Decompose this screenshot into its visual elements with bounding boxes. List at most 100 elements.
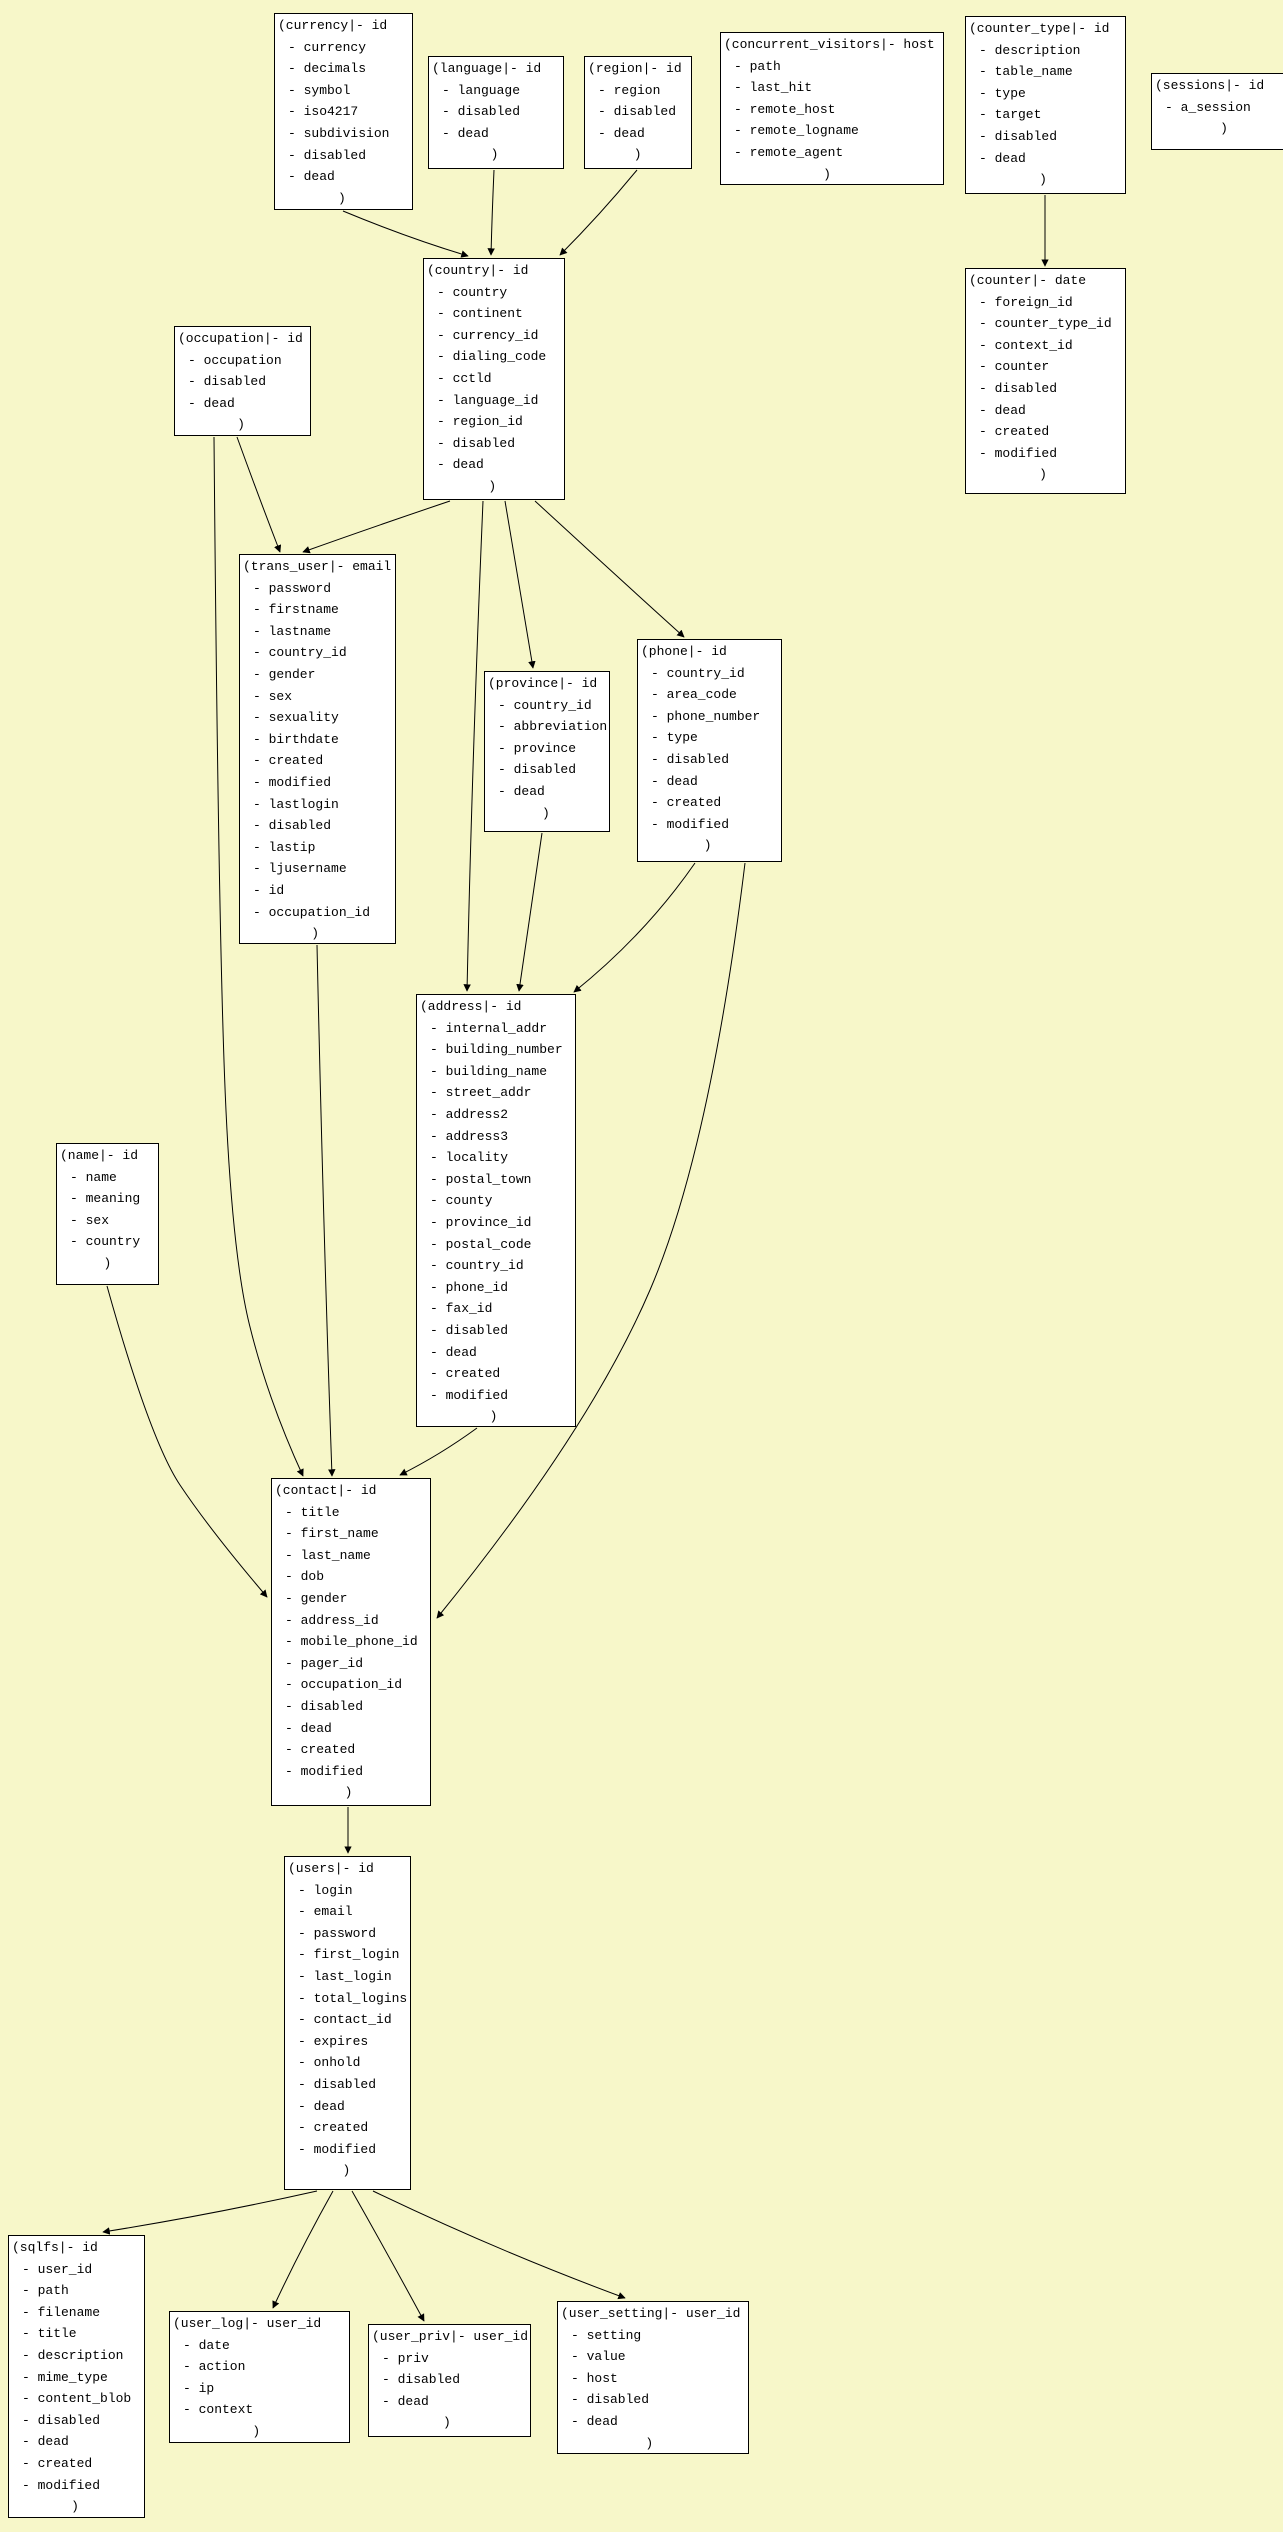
table-field: - postal_town bbox=[430, 1171, 532, 1187]
table-title: (contact|- id bbox=[275, 1483, 377, 1498]
table-field: - fax_id bbox=[430, 1301, 493, 1317]
table-field: - lastname bbox=[253, 623, 332, 639]
table-field: - created bbox=[22, 2455, 93, 2471]
table-field: - disabled bbox=[285, 1698, 364, 1714]
table-field: - disabled bbox=[188, 374, 267, 390]
edge-users-user_priv bbox=[351, 2190, 425, 2322]
table-field: - meaning bbox=[70, 1191, 141, 1207]
edge-currency-country bbox=[342, 210, 469, 258]
table-field: - lastlogin bbox=[253, 796, 339, 812]
table-field: - ljusername bbox=[253, 861, 347, 877]
table-field: - province_id bbox=[430, 1214, 532, 1230]
table-field: - a_session bbox=[1165, 99, 1251, 115]
table-field: - country_id bbox=[498, 697, 592, 713]
edge-country-address bbox=[463, 500, 484, 992]
table-field: - firstname bbox=[253, 602, 339, 618]
table-title: (address|- id bbox=[420, 999, 522, 1014]
edge-country-trans_user bbox=[302, 500, 451, 554]
table-field: - disabled bbox=[382, 2372, 461, 2388]
table-field: - value bbox=[571, 2349, 626, 2365]
table-field: - login bbox=[298, 1882, 353, 1898]
table-field: - disabled bbox=[498, 762, 577, 778]
table-node-user_setting: (user_setting|- user_id- setting- value-… bbox=[557, 2301, 749, 2454]
table-field: - symbol bbox=[288, 82, 351, 98]
table-title: (currency|- id bbox=[278, 18, 388, 33]
table-field: - country bbox=[437, 284, 508, 300]
table-field: - building_name bbox=[430, 1063, 548, 1079]
edge-phone-contact bbox=[436, 862, 746, 1619]
table-field: - description bbox=[979, 42, 1081, 58]
table-close-paren: ) bbox=[1220, 121, 1228, 137]
table-close-paren: ) bbox=[490, 147, 499, 163]
table-field: - disabled bbox=[22, 2412, 101, 2428]
table-field: - cctld bbox=[437, 370, 492, 386]
table-field: - type bbox=[979, 85, 1026, 101]
table-node-language: (language|- id- language- disabled- dead… bbox=[428, 56, 564, 169]
table-field: - continent bbox=[437, 306, 523, 322]
table-title: (sessions|- id bbox=[1155, 78, 1265, 93]
table-field: - dead bbox=[430, 1344, 477, 1360]
table-field: - title bbox=[22, 2326, 77, 2342]
table-close-paren: ) bbox=[103, 1255, 112, 1271]
table-field: - dead bbox=[498, 783, 545, 799]
table-title: (users|- id bbox=[288, 1861, 374, 1876]
table-field: - created bbox=[430, 1366, 501, 1382]
table-field: - address2 bbox=[430, 1106, 509, 1122]
table-field: - sexuality bbox=[253, 710, 339, 726]
table-close-paren: ) bbox=[489, 1409, 498, 1425]
table-node-name: (name|- id- name- meaning- sex- country) bbox=[56, 1143, 159, 1285]
edge-users-sqlfs bbox=[102, 2190, 318, 2235]
edge-language-country bbox=[487, 169, 495, 256]
table-field: - occupation_id bbox=[253, 904, 371, 920]
table-field: - path bbox=[734, 58, 781, 74]
table-field: - phone_id bbox=[430, 1279, 509, 1295]
edge-name-contact bbox=[106, 1285, 268, 1598]
table-field: - mobile_phone_id bbox=[285, 1634, 418, 1650]
table-field: - type bbox=[651, 730, 698, 746]
table-field: - language_id bbox=[437, 392, 539, 408]
table-field: - dead bbox=[571, 2413, 618, 2429]
table-field: - country_id bbox=[253, 645, 347, 661]
table-field: - disabled bbox=[253, 818, 332, 834]
table-field: - address3 bbox=[430, 1128, 509, 1144]
table-field: - birthdate bbox=[253, 731, 339, 747]
table-node-sqlfs: (sqlfs|- id- user_id- path- filename- ti… bbox=[8, 2235, 145, 2518]
table-field: - country_id bbox=[651, 665, 745, 681]
table-field: - table_name bbox=[979, 64, 1073, 80]
table-field: - language bbox=[442, 82, 521, 98]
table-close-paren: ) bbox=[71, 2499, 79, 2515]
table-field: - locality bbox=[430, 1150, 509, 1166]
table-field: - last_name bbox=[285, 1547, 371, 1563]
table-field: - disabled bbox=[571, 2392, 650, 2408]
table-field: - contact_id bbox=[298, 2012, 392, 2028]
table-node-trans_user: (trans_user|- email- password- firstname… bbox=[239, 554, 396, 944]
table-field: - disabled bbox=[598, 104, 677, 120]
table-close-paren: ) bbox=[823, 166, 831, 182]
edge-country-phone bbox=[534, 500, 685, 638]
table-field: - iso4217 bbox=[288, 104, 359, 120]
table-field: - target bbox=[979, 107, 1042, 123]
table-field: - dead bbox=[598, 125, 645, 141]
table-node-user_priv: (user_priv|- user_id- priv- disabled- de… bbox=[368, 2324, 531, 2437]
table-close-paren: ) bbox=[1039, 172, 1047, 188]
table-field: - dead bbox=[442, 125, 489, 141]
table-field: - dead bbox=[979, 402, 1026, 418]
table-field: - context bbox=[183, 2402, 254, 2418]
table-node-sessions: (sessions|- id - a_session) bbox=[1151, 73, 1283, 150]
table-close-paren: ) bbox=[338, 190, 346, 206]
table-field: - last_hit bbox=[734, 80, 813, 96]
table-field: - decimals bbox=[288, 61, 367, 77]
table-field: - onhold bbox=[298, 2055, 361, 2071]
table-field: - created bbox=[298, 2120, 369, 2136]
table-node-country: (country|- id- country- continent- curre… bbox=[423, 258, 565, 500]
table-close-paren: ) bbox=[542, 805, 550, 821]
table-field: - pager_id bbox=[285, 1655, 364, 1671]
table-field: - modified bbox=[22, 2477, 101, 2493]
table-title: (trans_user|- email bbox=[243, 559, 392, 574]
table-node-counter_type: (counter_type|- id- description- table_n… bbox=[965, 16, 1126, 194]
table-field: - currency bbox=[288, 39, 367, 55]
table-field: - subdivision bbox=[288, 125, 390, 141]
table-title: (occupation|- id bbox=[178, 331, 303, 346]
table-field: - date bbox=[183, 2337, 230, 2353]
